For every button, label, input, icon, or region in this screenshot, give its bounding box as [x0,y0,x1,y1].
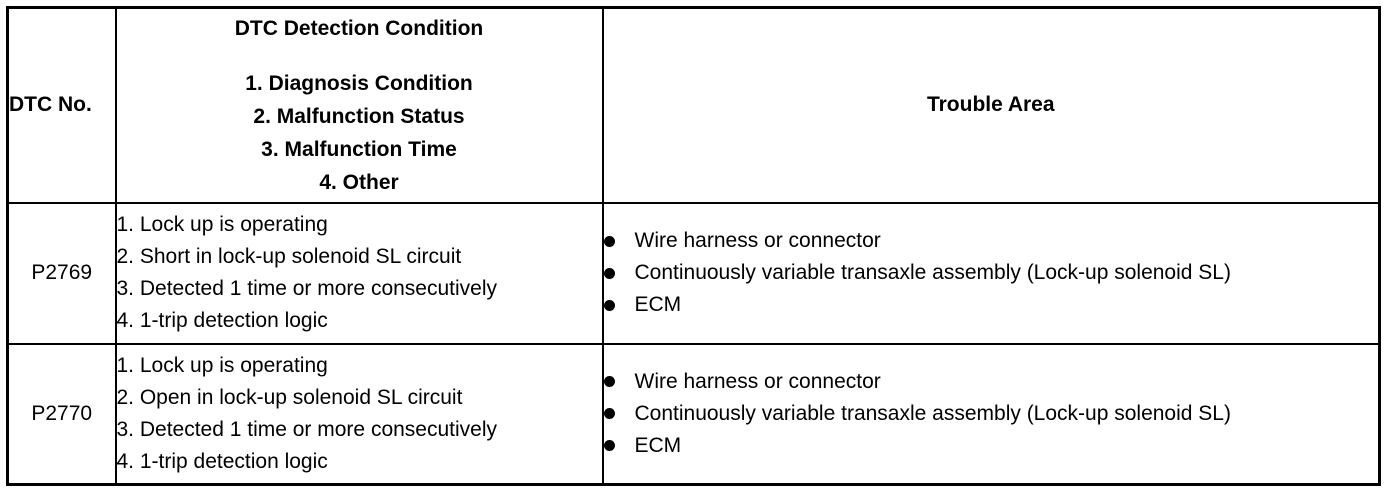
condition-item: 4. 1-trip detection logic [116,309,328,332]
trouble-area-header: Trouble Area [601,6,1381,204]
trouble-area: Wire harness or connector Continuously v… [601,342,1381,486]
condition-item: 3. Detected 1 time or more consecutively [116,277,498,300]
dtc-no-header: DTC No. [6,6,117,204]
trouble-item: Wire harness or connector [603,225,1379,257]
trouble-item-text: Continuously variable transaxle assembly… [634,261,1231,284]
condition-item: 1. Lock up is operating [116,353,328,377]
trouble-area: Wire harness or connector Continuously v… [601,201,1381,345]
condition-header-item: 3. Malfunction Time [261,137,457,161]
condition-item: 1. Lock up is operating [116,213,328,236]
trouble-item: ECM [603,430,1379,462]
header-row: DTC No. DTC Detection Condition 1. Diagn… [6,6,1381,204]
trouble-item: Wire harness or connector [603,366,1379,398]
condition-header: DTC Detection Condition 1. Diagnosis Con… [114,6,604,204]
trouble-item: Continuously variable transaxle assembly… [603,398,1379,430]
dtc-code: P2770 [6,342,117,486]
condition-item: 3. Detected 1 time or more consecutively [116,417,498,441]
condition-header-item: 2. Malfunction Status [253,104,465,128]
dtc-table: DTC No. DTC Detection Condition 1. Diagn… [6,6,1381,486]
bullet-icon [603,299,615,311]
bullet-icon [603,235,615,247]
trouble-item-text: Wire harness or connector [634,229,881,252]
trouble-item: ECM [603,289,1379,321]
bullet-icon [603,267,615,279]
detection-conditions: 1. Lock up is operating 2. Short in lock… [114,201,604,345]
detection-conditions: 1. Lock up is operating 2. Open in lock-… [114,342,604,486]
trouble-item-text: Wire harness or connector [634,369,881,393]
dtc-code: P2769 [6,201,117,345]
trouble-item: Continuously variable transaxle assembly… [603,257,1379,289]
trouble-item-text: ECM [634,293,682,316]
condition-item: 2. Short in lock-up solenoid SL circuit [116,245,462,268]
table-row: P2770 1. Lock up is operating 2. Open in… [6,342,1381,486]
trouble-item-text: Continuously variable transaxle assembly… [634,401,1231,425]
condition-header-item: 1. Diagnosis Condition [245,71,473,95]
bullet-icon [603,408,615,420]
condition-item: 2. Open in lock-up solenoid SL circuit [116,385,463,409]
table-row: P2769 1. Lock up is operating 2. Short i… [6,201,1381,345]
condition-item: 4. 1-trip detection logic [116,449,328,473]
bullet-icon [603,376,615,388]
condition-header-item: 4. Other [319,170,399,194]
condition-header-title: DTC Detection Condition [234,16,484,40]
trouble-item-text: ECM [634,433,682,457]
bullet-icon [603,440,615,452]
